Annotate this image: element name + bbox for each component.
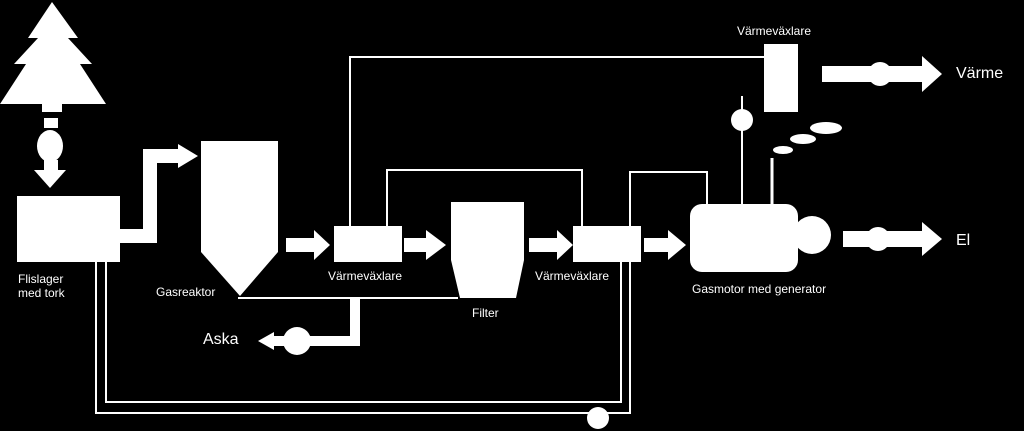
ash-pipe-horizontal <box>272 336 360 346</box>
heat-pump-icon <box>868 62 892 86</box>
pipe-bottom-inner <box>105 262 622 403</box>
generator-icon <box>793 216 831 254</box>
heat-exchanger-1-label: Värmeväxlare <box>328 269 403 283</box>
gas-reactor-label: Gasreaktor <box>156 285 216 299</box>
storage-to-reactor-pipe <box>120 149 180 243</box>
filter-unit <box>451 202 524 298</box>
feed-pump-icon <box>37 130 63 162</box>
heat-exchanger-2-label: Värmeväxlare <box>535 269 610 283</box>
hx2-to-engine-arrow <box>668 230 686 260</box>
filter-to-hx2-arrow <box>557 230 573 260</box>
down-arrow-icon <box>34 170 66 188</box>
ash-arrow <box>258 332 274 350</box>
ash-label: Aska <box>203 331 239 348</box>
smoke-icon <box>773 122 842 154</box>
gas-engine-label: Gasmotor med generator <box>692 282 827 296</box>
storage-label: Flislager med tork <box>18 272 65 300</box>
return-loop-pump-icon <box>587 407 609 429</box>
pipe-filter-bypass <box>386 169 583 226</box>
heat-exchanger-top <box>764 44 798 112</box>
pipe-hx2-to-engine <box>629 171 708 226</box>
hx2-to-engine-shaft <box>644 238 670 252</box>
pipe-lines <box>95 56 774 414</box>
heat-arrow <box>922 56 942 92</box>
ash-pump-icon <box>283 327 311 355</box>
gas-reactor <box>201 141 278 296</box>
electricity-pump-icon <box>866 227 890 251</box>
heat-exchanger-1 <box>334 226 402 262</box>
heat-output-label: Värme <box>956 65 1004 82</box>
heat-circuit-pump-icon <box>731 109 753 131</box>
pipe-bottom-outer-right <box>606 262 631 414</box>
filter-to-hx2-shaft <box>529 238 559 252</box>
electricity-output-label: El <box>956 232 971 249</box>
filter-label: Filter <box>472 306 499 320</box>
gas-engine <box>690 204 798 272</box>
heat-exchanger-2 <box>573 226 641 262</box>
heat-exchanger-top-label: Värmeväxlare <box>737 24 812 38</box>
ash-pipe-vertical <box>350 298 360 342</box>
electricity-arrow <box>922 222 942 256</box>
pipe-hx1-to-top-hx <box>349 56 764 226</box>
storage-label-line1: Flislager <box>18 272 64 286</box>
tree-feed-block <box>44 118 58 128</box>
feed-stem <box>44 160 58 170</box>
hx1-to-filter-shaft <box>404 238 428 252</box>
hx1-to-filter-arrow <box>426 230 446 260</box>
reactor-to-hx1-arrow <box>314 230 330 260</box>
pipe-bottom-outer <box>95 262 590 414</box>
tree-icon <box>0 2 106 112</box>
reactor-to-hx1-shaft <box>286 238 316 252</box>
chip-storage-box <box>17 196 120 262</box>
storage-label-line2: med tork <box>18 286 65 300</box>
storage-to-reactor-arrow <box>178 144 198 168</box>
